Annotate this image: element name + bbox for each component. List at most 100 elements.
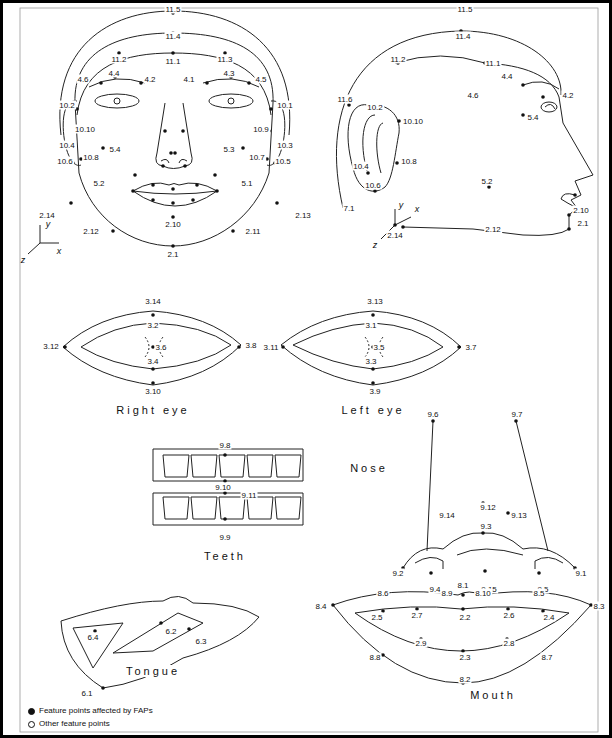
callout-number: 9.6 bbox=[426, 410, 439, 419]
callout-number: 9.8 bbox=[218, 441, 231, 450]
callout-number: 3.1 bbox=[364, 321, 377, 330]
callout-number: 4.1 bbox=[182, 75, 195, 84]
part-name: Left eye bbox=[340, 404, 405, 416]
callout-number: 8.5 bbox=[532, 589, 545, 598]
callout-number: 2.10 bbox=[572, 206, 590, 215]
callout-number: 2.2 bbox=[458, 613, 471, 622]
callout-number: 11.2 bbox=[111, 55, 128, 64]
callout-number: 3.8 bbox=[244, 341, 257, 350]
callout-number: 10.10 bbox=[402, 117, 424, 126]
callout-number: 3.9 bbox=[368, 387, 381, 396]
callout-number: 6.3 bbox=[194, 637, 207, 646]
callout-number: 5.2 bbox=[480, 177, 493, 186]
callout-number: 10.9 bbox=[252, 125, 270, 134]
callout-number: 5.4 bbox=[526, 113, 539, 122]
callout-number: 10.8 bbox=[82, 153, 100, 162]
callout-number: 9.11 bbox=[241, 491, 258, 500]
callout-number: 9.13 bbox=[510, 511, 528, 520]
callout-number: 10.2 bbox=[58, 101, 76, 110]
callout-number: 4.4 bbox=[107, 69, 120, 78]
callout-number: 3.2 bbox=[146, 321, 159, 330]
callout-number: 4.6 bbox=[466, 91, 479, 100]
callout-number: 10.4 bbox=[352, 162, 370, 171]
callout-number: 7.1 bbox=[342, 204, 355, 213]
part-name: Nose bbox=[349, 462, 389, 474]
callout-number: 11.5 bbox=[457, 5, 474, 14]
callout-number: 4.5 bbox=[254, 75, 267, 84]
callout-number: 4.2 bbox=[143, 75, 156, 84]
callout-number: 8.7 bbox=[540, 653, 553, 662]
callout-number: 3.10 bbox=[144, 387, 162, 396]
callout-number: 6.1 bbox=[80, 689, 93, 698]
axis-label: y bbox=[398, 201, 405, 210]
axis-label: x bbox=[414, 205, 421, 214]
callout-number: 2.8 bbox=[502, 639, 515, 648]
callout-number: 2.1 bbox=[166, 250, 179, 259]
face-illustration bbox=[3, 3, 609, 735]
callout-number: 3.6 bbox=[154, 343, 167, 352]
callout-number: 10.4 bbox=[58, 141, 76, 150]
callout-number: 2.6 bbox=[502, 611, 515, 620]
callout-number: 2.13 bbox=[294, 211, 312, 220]
callout-number: 3.5 bbox=[372, 343, 385, 352]
callout-number: 10.8 bbox=[400, 157, 418, 166]
callout-number: 3.11 bbox=[263, 343, 280, 352]
callout-number: 4.3 bbox=[222, 69, 235, 78]
callout-number: 2.1 bbox=[576, 219, 589, 228]
axis-label: x bbox=[56, 247, 63, 256]
callout-number: 11.3 bbox=[217, 55, 234, 64]
callout-number: 10.7 bbox=[248, 153, 266, 162]
callout-number: 9.2 bbox=[391, 569, 404, 578]
part-name: Right eye bbox=[115, 404, 190, 416]
callout-number: 2.5 bbox=[370, 613, 383, 622]
callout-number: 11.4 bbox=[165, 32, 182, 41]
callout-number: 9.1 bbox=[574, 569, 587, 578]
axis-label: y bbox=[45, 220, 52, 229]
legend-sample bbox=[28, 721, 35, 728]
callout-number: 9.9 bbox=[218, 533, 231, 542]
callout-number: 2.12 bbox=[82, 227, 100, 236]
callout-number: 5.2 bbox=[92, 179, 105, 188]
callout-number: 10.6 bbox=[364, 181, 382, 190]
callout-number: 3.14 bbox=[144, 297, 162, 306]
callout-number: 11.1 bbox=[485, 59, 502, 68]
callout-number: 11.5 bbox=[165, 5, 182, 14]
callout-number: 10.6 bbox=[56, 157, 74, 166]
callout-number: 2.9 bbox=[414, 639, 427, 648]
callout-number: 8.2 bbox=[458, 675, 471, 684]
callout-number: 2.14 bbox=[386, 231, 404, 240]
callout-number: 6.4 bbox=[86, 633, 99, 642]
callout-number: 8.8 bbox=[368, 653, 381, 662]
callout-number: 4.6 bbox=[76, 75, 89, 84]
part-name: Mouth bbox=[469, 689, 517, 701]
callout-number: 10.3 bbox=[276, 141, 294, 150]
legend-sample bbox=[28, 708, 35, 715]
callout-number: 5.1 bbox=[240, 179, 253, 188]
callout-number: 11.2 bbox=[390, 55, 407, 64]
callout-number: 9.12 bbox=[479, 503, 497, 512]
callout-number: 8.1 bbox=[456, 581, 469, 590]
callout-number: 2.12 bbox=[484, 225, 502, 234]
legend-text: Feature points affected by FAPs bbox=[39, 706, 153, 716]
callout-number: 8.6 bbox=[376, 589, 389, 598]
callout-number: 9.14 bbox=[438, 511, 456, 520]
callout-number: 8.9 bbox=[440, 589, 453, 598]
callout-number: 2.14 bbox=[38, 211, 56, 220]
callout-number: 2.4 bbox=[542, 613, 555, 622]
callout-number: 3.7 bbox=[464, 343, 477, 352]
callout-number: 3.13 bbox=[366, 297, 384, 306]
callout-number: 5.4 bbox=[108, 145, 121, 154]
callout-number: 6.2 bbox=[164, 627, 177, 636]
callout-number: 8.4 bbox=[314, 602, 327, 611]
callout-number: 5.3 bbox=[222, 145, 235, 154]
callout-number: 3.4 bbox=[146, 357, 159, 366]
callout-number: 3.3 bbox=[364, 357, 377, 366]
callout-number: 8.3 bbox=[592, 602, 605, 611]
callout-number: 2.3 bbox=[458, 653, 471, 662]
axis-label: z bbox=[372, 241, 379, 250]
part-name: Teeth bbox=[203, 550, 247, 562]
callout-number: 11.1 bbox=[165, 57, 182, 66]
callout-number: 11.6 bbox=[337, 95, 354, 104]
callout-number: 9.7 bbox=[510, 410, 523, 419]
callout-number: 2.10 bbox=[164, 220, 182, 229]
